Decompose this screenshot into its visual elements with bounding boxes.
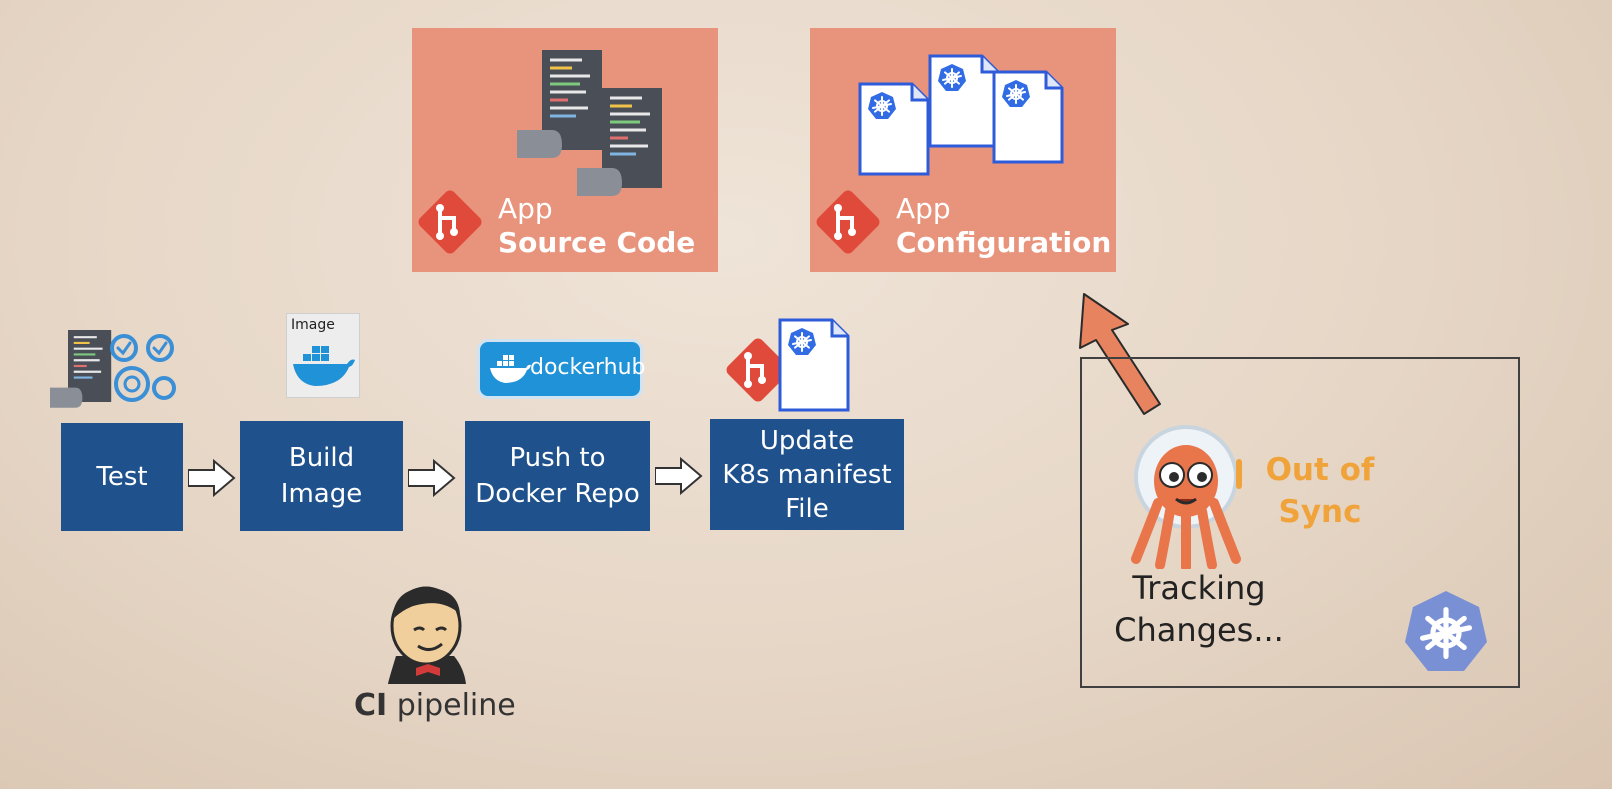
git-logo-icon: [814, 188, 882, 256]
step-label: Build Image: [280, 443, 363, 509]
ci-bold: CI: [354, 688, 388, 723]
step-update-manifest: Update K8s manifest File: [710, 419, 904, 530]
argocd-status-box: Out of Sync Tracking Changes...: [1080, 357, 1520, 688]
kubernetes-manifests-icon: [850, 52, 1080, 202]
step-push-docker: Push to Docker Repo: [465, 421, 650, 531]
image-label: Image: [291, 317, 335, 333]
flow-arrow: [188, 460, 235, 496]
dockerhub-logo: dockerhub: [480, 342, 646, 396]
step-build-image: Build Image: [240, 421, 403, 531]
flow-arrow: [655, 458, 702, 494]
docker-image-card: Image: [286, 313, 360, 398]
ci-pipeline-label: CI pipeline: [354, 688, 516, 723]
dockerhub-label: dockerhub: [530, 355, 646, 380]
repo-title-line1: App: [498, 192, 553, 225]
kubernetes-logo-icon: [1405, 591, 1487, 671]
repo-title-line1: App: [896, 192, 951, 225]
step-label: Test: [96, 462, 148, 492]
code-documents-icon: [515, 48, 664, 196]
flow-arrow: [408, 460, 455, 496]
argocd-octopus-icon: [1131, 425, 1242, 569]
repo-title-line2: Configuration: [896, 226, 1112, 259]
step-label: Push to Docker Repo: [475, 443, 640, 509]
sync-status-label: Out of Sync: [1265, 452, 1375, 530]
tracking-changes-label: Tracking Changes...: [1114, 569, 1284, 649]
jenkins-icon: [388, 586, 466, 684]
git-logo-icon: [416, 188, 484, 256]
step-label: Update K8s manifest File: [722, 425, 892, 524]
step-test: Test: [61, 423, 183, 531]
gear-checks-icon: [48, 328, 176, 409]
source-code-repo-card: App Source Code: [412, 28, 718, 272]
docker-whale-icon: [293, 346, 355, 386]
git-manifest-icon: [722, 318, 854, 412]
repo-title-line2: Source Code: [498, 226, 696, 259]
sync-arrow: [1079, 293, 1161, 415]
ci-rest: pipeline: [387, 688, 516, 723]
docker-whale-icon: [490, 355, 531, 383]
configuration-repo-card: App Configuration: [810, 28, 1116, 272]
